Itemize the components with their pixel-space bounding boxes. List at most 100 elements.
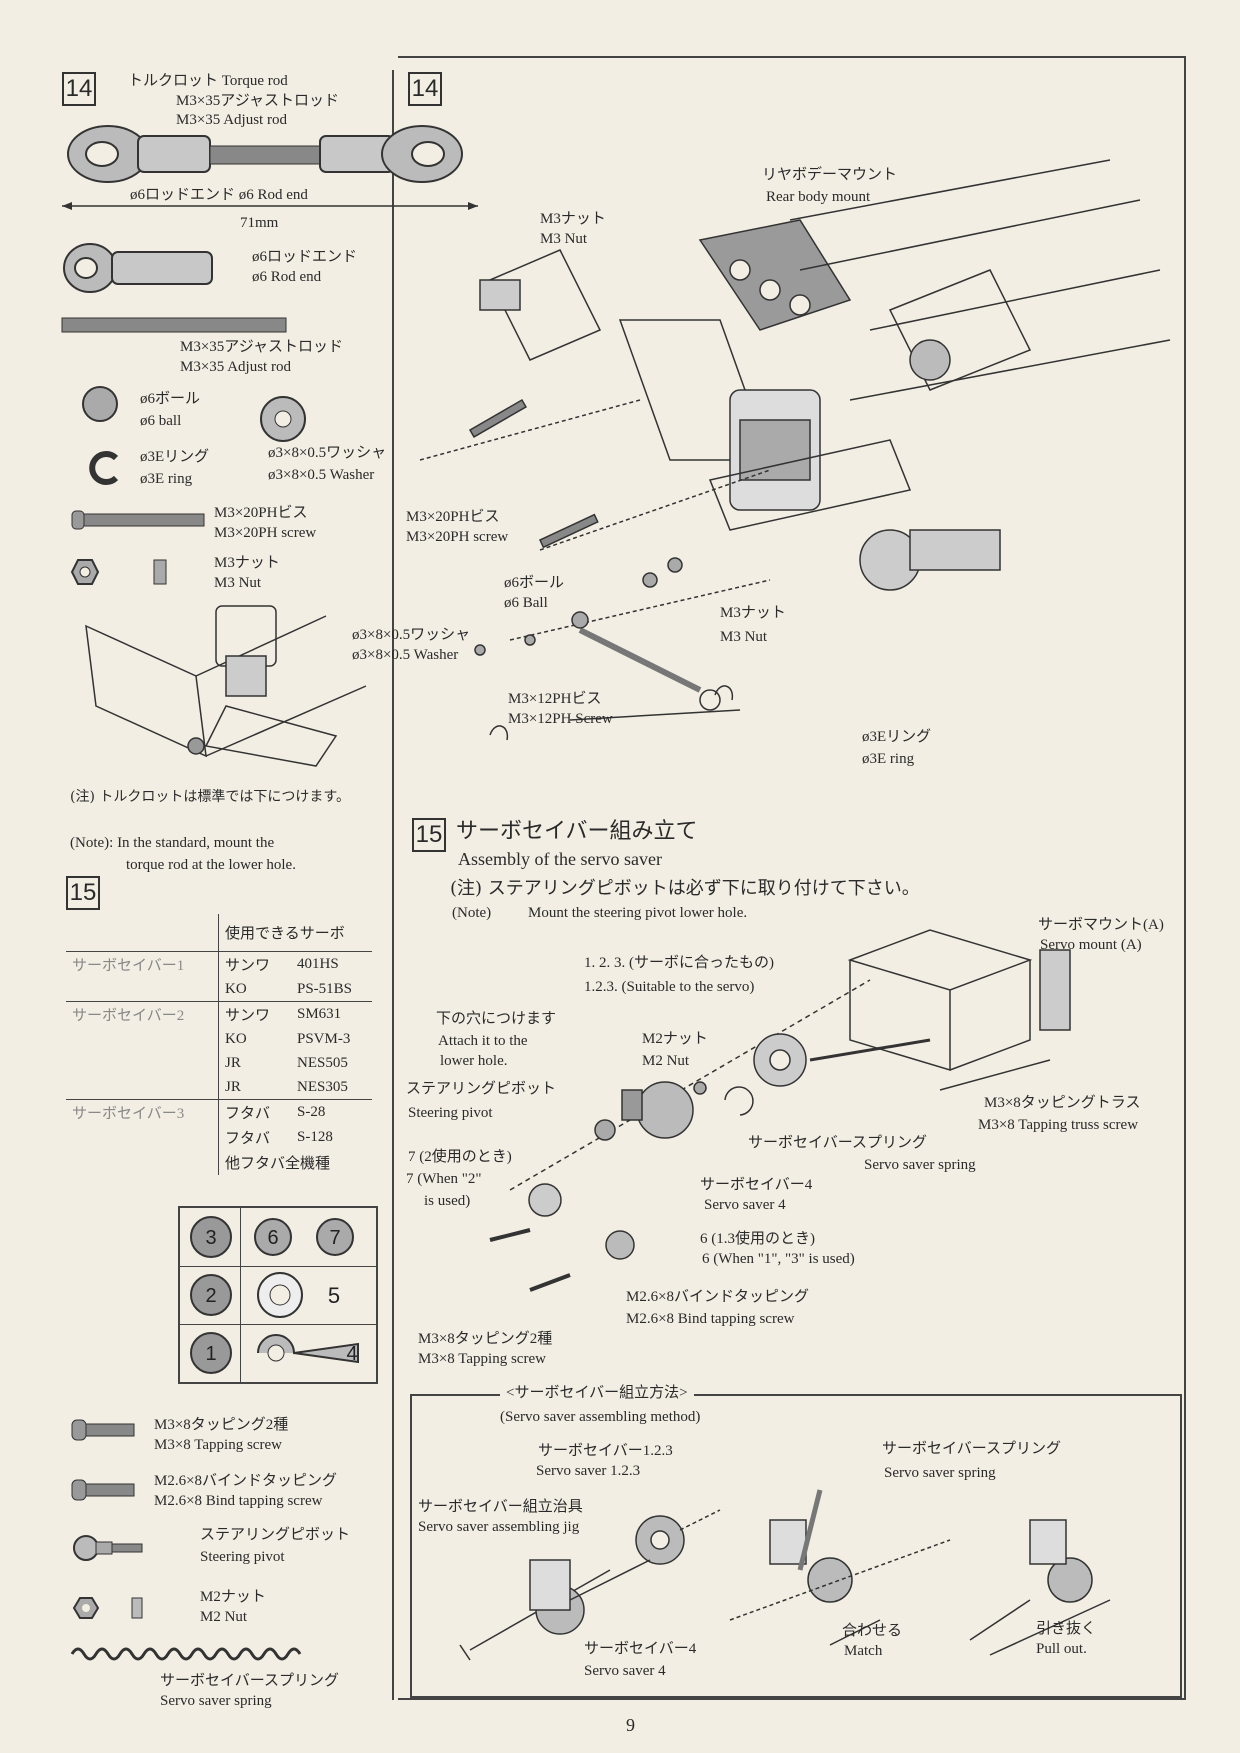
step-14-badge-left: 14 bbox=[62, 72, 96, 106]
bind15-en: M2.6×8 Bind tapping screw bbox=[626, 1311, 795, 1327]
ering-jp: ø3Eリング bbox=[140, 449, 210, 465]
truss-jp: M3×8タッピングトラス bbox=[984, 1095, 1141, 1111]
pull-jp: 引き抜く bbox=[1036, 1621, 1097, 1637]
ball-en: ø6 ball bbox=[140, 413, 182, 429]
page-number: 9 bbox=[626, 1715, 635, 1735]
assembly-note-jp: (注) ステアリングピボットは必ず下に取り付けて下さい。 bbox=[450, 878, 920, 899]
saver-part-2: 2 bbox=[190, 1274, 232, 1316]
rod-end-icon bbox=[63, 243, 213, 293]
screw20-label-en: M3×20PH screw bbox=[406, 529, 509, 545]
lower-hole-en2: lower hole. bbox=[440, 1053, 508, 1069]
suitable-jp: 1. 2. 3. (サーボに合ったもの) bbox=[584, 955, 774, 971]
note-en-2: torque rod at the lower hole. bbox=[126, 857, 296, 873]
ering-label-jp: ø3Eリング bbox=[862, 729, 932, 745]
m2nut15-jp: M2ナット bbox=[642, 1031, 708, 1047]
adjust-rod-label-jp: M3×35アジャストロッド bbox=[176, 93, 339, 109]
screw-icon bbox=[71, 510, 205, 530]
servo-saver-parts-grid: 3 6 7 2 5 1 4 bbox=[178, 1206, 378, 1384]
jig-en: Servo saver assembling jig bbox=[418, 1519, 580, 1535]
servo-mount-en: Servo mount (A) bbox=[1040, 937, 1142, 953]
torque-rod-label: トルクロット Torque rod bbox=[128, 73, 288, 89]
tapping-screw-icon bbox=[71, 1419, 135, 1441]
column-divider bbox=[392, 70, 394, 1700]
nut-icon bbox=[70, 559, 167, 585]
m3-nut2-label-jp: M3ナット bbox=[720, 605, 786, 621]
tapping-en: M3×8 Tapping screw bbox=[154, 1437, 282, 1453]
nut-jp: M3ナット bbox=[214, 555, 280, 571]
saver-part-5: 5 bbox=[257, 1272, 340, 1318]
adjust-rod-label-en: M3×35 Adjust rod bbox=[176, 112, 287, 128]
jig-jp: サーボセイバー組立治具 bbox=[418, 1499, 583, 1515]
pivot15-jp: ステアリングピボット bbox=[406, 1081, 557, 1097]
table-header: 使用できるサーボ bbox=[225, 926, 345, 942]
servo-mount-jp: サーボマウント(A) bbox=[1038, 917, 1164, 933]
ball6-label-jp: ø6ボール bbox=[504, 575, 565, 591]
when13-en: 6 (When "1", "3" is used) bbox=[702, 1251, 855, 1267]
tapping15-en: M3×8 Tapping screw bbox=[418, 1351, 546, 1367]
rod-end-jp: ø6ロッドエンド bbox=[252, 249, 358, 265]
when13-jp: 6 (1.3使用のとき) bbox=[700, 1231, 815, 1247]
saver4-jp: サーボセイバー4 bbox=[700, 1177, 813, 1193]
adjust-rod-icon bbox=[61, 317, 287, 333]
ball6-label-en: ø6 Ball bbox=[504, 595, 548, 611]
steering-pivot-icon bbox=[73, 1535, 143, 1561]
tapping15-jp: M3×8タッピング2種 bbox=[418, 1331, 553, 1347]
saver-part-6: 6 bbox=[254, 1218, 292, 1256]
assembly-title-jp: サーボセイバー組み立て bbox=[456, 819, 698, 844]
rod-end-en: ø6 Rod end bbox=[252, 269, 322, 285]
rear-body-mount-en: Rear body mount bbox=[766, 189, 871, 205]
lower-hole-jp: 下の穴につけます bbox=[436, 1011, 557, 1027]
shock-mount-illustration bbox=[85, 605, 367, 767]
method-spring-jp: サーボセイバースプリング bbox=[882, 1441, 1061, 1457]
screw12-label-en: M3×12PH Screw bbox=[508, 711, 613, 727]
washer-icon bbox=[260, 396, 306, 442]
screw-en: M3×20PH screw bbox=[214, 525, 317, 541]
assembly-title-en: Assembly of the servo saver bbox=[458, 849, 662, 869]
screw-jp: M3×20PHビス bbox=[214, 505, 308, 521]
washer-jp: ø3×8×0.5ワッシャ bbox=[268, 445, 387, 461]
method-saver4-jp: サーボセイバー4 bbox=[584, 1641, 697, 1657]
note-en-1: (Note): In the standard, mount the bbox=[70, 835, 275, 851]
pivot15-en: Steering pivot bbox=[408, 1105, 493, 1121]
match-en: Match bbox=[844, 1643, 883, 1659]
svg-text:5: 5 bbox=[328, 1283, 340, 1308]
ball-icon bbox=[82, 386, 118, 422]
ering-icon bbox=[89, 451, 119, 485]
note-jp: (注) トルクロットは標準では下につけます。 bbox=[70, 789, 350, 805]
match-jp: 合わせる bbox=[842, 1623, 903, 1639]
pull-en: Pull out. bbox=[1036, 1641, 1087, 1657]
step-14-badge-right: 14 bbox=[408, 72, 442, 106]
table-row: 他フタバ全機種 bbox=[66, 1150, 372, 1175]
saver123-jp: サーボセイバー1.2.3 bbox=[538, 1443, 673, 1459]
spring15-jp: サーボセイバースプリング bbox=[748, 1135, 927, 1151]
m2-nut-icon bbox=[72, 1597, 143, 1619]
bind-jp: M2.6×8バインドタッピング bbox=[154, 1473, 338, 1489]
lower-hole-en1: Attach it to the bbox=[438, 1033, 528, 1049]
spring-en: Servo saver spring bbox=[160, 1693, 272, 1709]
svg-text:1: 1 bbox=[205, 1343, 216, 1365]
svg-text:2: 2 bbox=[205, 1285, 216, 1307]
torque-rod-illustration bbox=[62, 125, 478, 210]
servo-saver-assembly-illustration bbox=[489, 929, 1071, 1292]
right-frame bbox=[398, 56, 1186, 1700]
bind15-jp: M2.6×8バインドタッピング bbox=[626, 1289, 810, 1305]
bind-en: M2.6×8 Bind tapping screw bbox=[154, 1493, 323, 1509]
m2nut-en: M2 Nut bbox=[200, 1609, 248, 1625]
rear-body-mount-jp: リヤボデーマウント bbox=[762, 167, 898, 183]
rod-end-label: ø6ロッドエンド ø6 Rod end bbox=[130, 187, 308, 203]
method-illustration bbox=[459, 1489, 1111, 1661]
ering-en: ø3E ring bbox=[140, 471, 193, 487]
saver-part-4: 4 bbox=[257, 1334, 359, 1365]
screw12-label-jp: M3×12PHビス bbox=[508, 691, 602, 707]
method-saver4-en: Servo saver 4 bbox=[584, 1663, 666, 1679]
rear-assembly-illustration bbox=[419, 159, 1171, 741]
truss-en: M3×8 Tapping truss screw bbox=[978, 1117, 1139, 1133]
step-15-badge-right: 15 bbox=[412, 818, 446, 852]
saver-part-3: 3 bbox=[190, 1216, 232, 1258]
nut-en: M3 Nut bbox=[214, 575, 262, 591]
